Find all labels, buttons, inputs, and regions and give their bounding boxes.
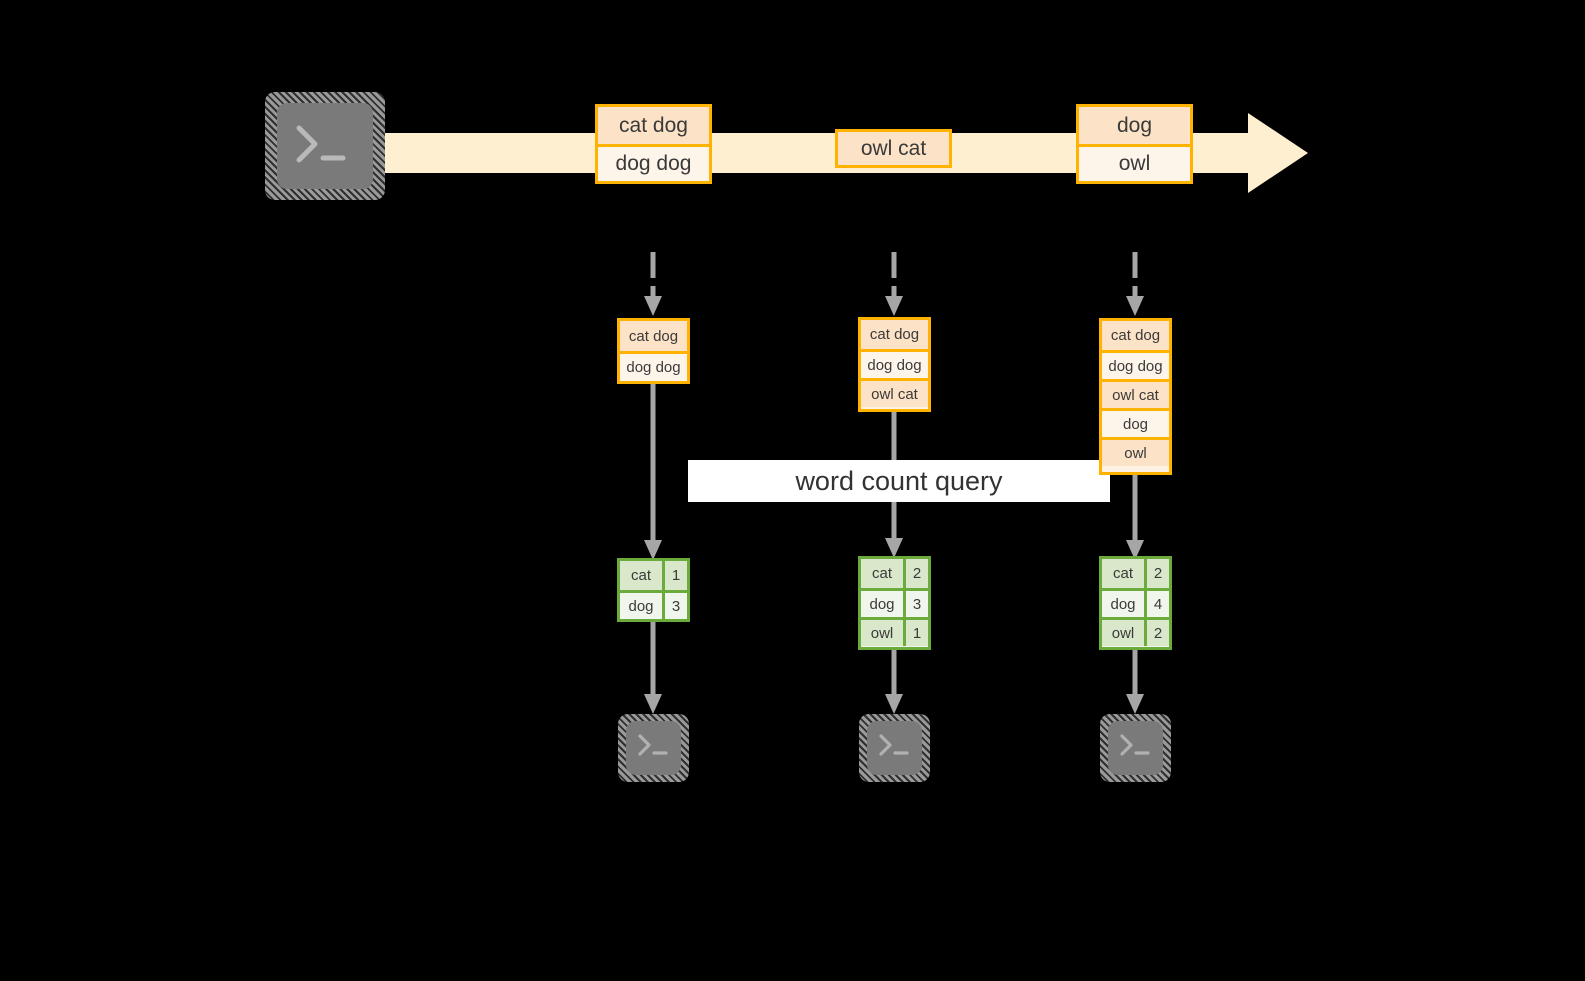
result-output-arrow-2	[882, 648, 906, 716]
snapshot-line: owl cat	[1102, 379, 1169, 408]
result-word: dog	[620, 593, 665, 619]
snapshot-line: cat dog	[620, 321, 687, 351]
stream-message-line: owl cat	[838, 132, 949, 165]
result-table-1: cat 1 dog 3	[617, 558, 690, 622]
result-word: owl	[861, 620, 906, 646]
table-row: owl 2	[1102, 617, 1169, 646]
snapshot-line: owl	[1102, 437, 1169, 466]
snapshot-line: dog dog	[620, 351, 687, 381]
snapshot-line: cat dog	[1102, 321, 1169, 350]
stream-message-line: cat dog	[598, 107, 709, 144]
stream-message-3: dog owl	[1076, 104, 1193, 184]
sink-terminal-icon-2	[859, 714, 930, 782]
terminal-prompt-glyph	[879, 734, 909, 756]
word-count-query-label: word count query	[688, 460, 1110, 502]
stream-message-line: dog	[1079, 107, 1190, 144]
result-output-arrow-1	[641, 618, 665, 716]
result-word: cat	[620, 561, 665, 590]
terminal-prompt-glyph	[296, 125, 346, 163]
dashed-arrow-1	[641, 252, 665, 318]
table-row: cat 1	[620, 561, 687, 590]
result-count: 4	[1147, 591, 1169, 617]
snapshot-line: dog dog	[861, 349, 928, 378]
result-count: 2	[906, 559, 928, 588]
terminal-prompt-glyph	[1120, 734, 1150, 756]
stream-message-line: owl	[1079, 144, 1190, 181]
table-row: owl 1	[861, 617, 928, 646]
result-count: 3	[906, 591, 928, 617]
result-count: 1	[906, 620, 928, 646]
result-count: 3	[665, 593, 687, 619]
table-row: dog 4	[1102, 588, 1169, 617]
source-terminal-icon	[265, 92, 385, 200]
result-count: 2	[1147, 559, 1169, 588]
dashed-arrow-3	[1123, 252, 1147, 318]
table-row: cat 2	[1102, 559, 1169, 588]
stream-message-1: cat dog dog dog	[595, 104, 712, 184]
stream-message-line: dog dog	[598, 144, 709, 181]
dashed-arrow-2	[882, 252, 906, 318]
result-word: dog	[861, 591, 906, 617]
snapshot-line: owl cat	[861, 378, 928, 407]
query-arrow-1	[641, 382, 665, 562]
snapshot-state-2: cat dog dog dog owl cat	[858, 317, 931, 412]
snapshot-line: dog	[1102, 408, 1169, 437]
sink-terminal-icon-3	[1100, 714, 1171, 782]
result-table-3: cat 2 dog 4 owl 2	[1099, 556, 1172, 650]
snapshot-state-1: cat dog dog dog	[617, 318, 690, 384]
result-output-arrow-3	[1123, 648, 1147, 716]
stream-message-2: owl cat	[835, 129, 952, 168]
terminal-prompt-glyph	[638, 734, 668, 756]
result-word: owl	[1102, 620, 1147, 646]
table-row: cat 2	[861, 559, 928, 588]
result-word: dog	[1102, 591, 1147, 617]
result-word: cat	[1102, 559, 1147, 588]
table-row: dog 3	[861, 588, 928, 617]
result-word: cat	[861, 559, 906, 588]
result-count: 1	[665, 561, 687, 590]
table-row: dog 3	[620, 590, 687, 619]
snapshot-state-3: cat dog dog dog owl cat dog owl	[1099, 318, 1172, 475]
sink-terminal-icon-1	[618, 714, 689, 782]
snapshot-line: cat dog	[861, 320, 928, 349]
result-count: 2	[1147, 620, 1169, 646]
result-table-2: cat 2 dog 3 owl 1	[858, 556, 931, 650]
snapshot-line: dog dog	[1102, 350, 1169, 379]
